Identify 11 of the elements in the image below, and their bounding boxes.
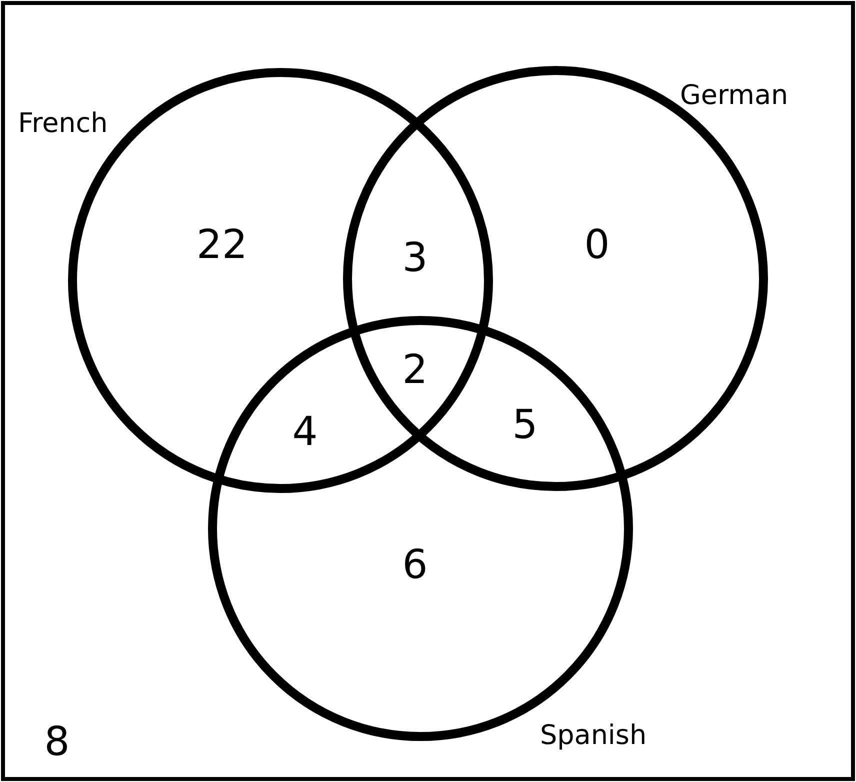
region-count: 3 <box>402 235 428 281</box>
region-count: 2 <box>402 347 428 393</box>
set-label: French <box>18 108 108 139</box>
region-count: 8 <box>44 719 70 765</box>
region-count: 22 <box>196 222 248 268</box>
region-count: 4 <box>292 409 318 455</box>
region-count: 5 <box>512 402 538 448</box>
region-count: 0 <box>584 222 610 268</box>
set-label: German <box>680 80 788 111</box>
region-count: 6 <box>402 542 428 588</box>
set-label: Spanish <box>540 720 647 751</box>
